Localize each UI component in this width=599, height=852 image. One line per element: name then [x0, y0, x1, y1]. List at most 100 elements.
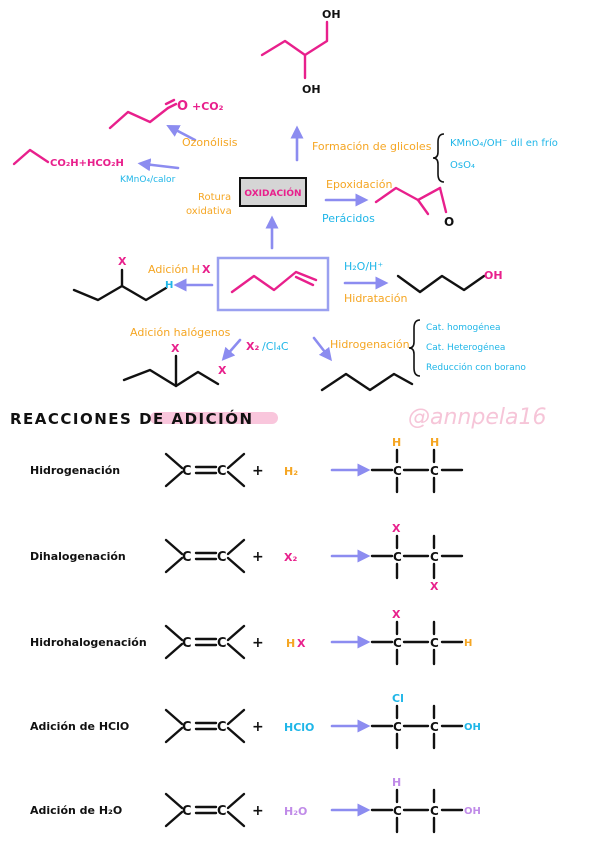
- hydrog-brace: [408, 319, 421, 377]
- watermark: @annpela16: [408, 405, 546, 430]
- reaction-name: Adición de H₂O: [30, 804, 122, 817]
- product-carbon-1: C: [393, 636, 402, 650]
- reagent: H₂: [284, 465, 298, 478]
- arrow-oxidative: [137, 158, 180, 172]
- glycol-reagent-1: KMnO₄/OH⁻ dil en frío: [450, 137, 558, 149]
- product-carbon-2: C: [430, 550, 439, 564]
- reagent-x: X: [297, 637, 306, 650]
- arrow-hydrog: [312, 336, 332, 362]
- hx-x: X: [118, 255, 127, 268]
- title-highlight: [150, 412, 278, 424]
- product-carbon-2: C: [430, 636, 439, 650]
- reagent: H₂O: [284, 805, 307, 818]
- plus-sign: +: [252, 803, 264, 819]
- reaction-name: Adición de HClO: [30, 720, 129, 733]
- hx-product: X H: [72, 255, 173, 302]
- hal-reagent-b: /Cl₄C: [262, 340, 289, 353]
- reagent: X₂: [284, 551, 297, 564]
- product-carbon-2: C: [430, 720, 439, 734]
- product-carbon-2: C: [430, 464, 439, 478]
- product-carbon-1: C: [393, 550, 402, 564]
- hal-reagent-a: X₂: [246, 340, 259, 353]
- plus-sign: +: [252, 719, 264, 735]
- substituent-right: H: [464, 638, 472, 649]
- ozonolysis-co2: +CO₂: [192, 100, 224, 113]
- hx-h: H: [165, 280, 173, 291]
- epox-label: Epoxidación: [326, 178, 392, 191]
- substituent-right: OH: [464, 722, 481, 733]
- reaction-row: Adición de H₂O C C + H₂O C C H OH: [30, 776, 481, 834]
- epox-o: O: [444, 215, 454, 229]
- hal-product: X X: [122, 342, 227, 388]
- substituent-top-1: X: [392, 522, 401, 535]
- reaction-name: Hidrohalogenación: [30, 636, 147, 649]
- glycol-oh-top: OH: [322, 8, 341, 21]
- alkene-carbon-left: C: [182, 804, 192, 819]
- alkene-carbon-right: C: [217, 550, 227, 565]
- hal-x1: X: [171, 342, 180, 355]
- substituent-top-1: Cl: [392, 692, 404, 705]
- oxidative-reagent: KMnO₄/calor: [120, 175, 176, 185]
- reaction-name: Hidrogenación: [30, 464, 120, 477]
- ozonolysis-product: O +CO₂: [108, 98, 224, 130]
- hydration-product: OH: [396, 269, 503, 294]
- product-carbon-1: C: [393, 804, 402, 818]
- substituent-top-1: H: [392, 776, 401, 789]
- product-carbon-1: C: [393, 720, 402, 734]
- hyd-oh: OH: [484, 269, 503, 282]
- alkene-carbon-right: C: [217, 720, 227, 735]
- glycol-reagent-2: OsO₄: [450, 160, 475, 171]
- alkene-carbon-right: C: [217, 636, 227, 651]
- hydrog-product: [320, 372, 414, 392]
- substituent-right: OH: [464, 806, 481, 817]
- hyd-label: Hidratación: [344, 292, 407, 305]
- alkene-carbon-right: C: [217, 804, 227, 819]
- product-carbon-1: C: [393, 464, 402, 478]
- product-carbon-2: C: [430, 804, 439, 818]
- glycol-oh-bottom: OH: [302, 83, 321, 96]
- substituent-top-1: H: [392, 436, 401, 449]
- oxidative-label-1: Rotura: [198, 192, 231, 203]
- reagent-h: H: [286, 637, 295, 650]
- alkene-carbon-left: C: [182, 636, 192, 651]
- epoxide-product: O: [374, 186, 454, 229]
- reaction-row: Hidrogenación C C + H₂ C C H H: [30, 436, 464, 494]
- alkene-carbon-left: C: [182, 550, 192, 565]
- glycol-label: Formación de glicoles: [312, 140, 432, 153]
- glycol-product: OH OH: [260, 8, 341, 96]
- section-title: REACCIONES DE ADICIÓN: [10, 409, 254, 428]
- oxidation-label: OXIDACIÓN: [244, 187, 301, 199]
- plus-sign: +: [252, 463, 264, 479]
- substituent-top-1: X: [392, 608, 401, 621]
- alkene-carbon-left: C: [182, 464, 192, 479]
- oxidative-product-text: CO₂H+HCO₂H: [50, 158, 124, 169]
- plus-sign: +: [252, 549, 264, 565]
- hydrog-cat-3: Reducción con borano: [426, 362, 526, 373]
- hydrog-cat-2: Cat. Heterogénea: [426, 342, 505, 353]
- oxidative-product: CO₂H+HCO₂H: [12, 148, 124, 169]
- epox-reagent: Perácidos: [322, 212, 375, 225]
- hydrog-label: Hidrogenación: [330, 338, 410, 351]
- arrow-ozonolysis: [166, 124, 197, 142]
- arrow-hal: [221, 338, 242, 361]
- substituent-top-2: H: [430, 436, 439, 449]
- central-alkene: [230, 270, 318, 294]
- plus-sign: +: [252, 635, 264, 651]
- alkene-carbon-right: C: [217, 464, 227, 479]
- hal-x2: X: [218, 364, 227, 377]
- hx-label-b: X: [202, 263, 211, 276]
- oxidative-label-2: oxidativa: [186, 206, 232, 217]
- ozonolysis-label: Ozonólisis: [182, 136, 238, 149]
- hyd-reagent: H₂O/H⁺: [344, 260, 383, 273]
- glycol-brace: [432, 133, 445, 183]
- oxidation-box: [239, 177, 307, 207]
- hx-label-a: Adición H: [148, 263, 200, 276]
- hydrog-cat-1: Cat. homogénea: [426, 322, 501, 333]
- ozonolysis-o: O: [177, 99, 188, 114]
